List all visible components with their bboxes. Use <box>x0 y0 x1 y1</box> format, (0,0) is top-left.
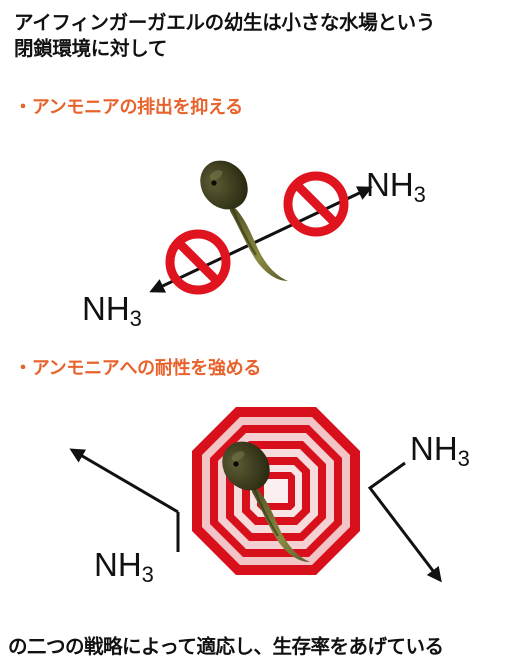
excretion-diagram <box>149 149 373 295</box>
intro-text: アイフィンガーガエルの幼生は小さな水場という 閉鎖環境に対して <box>14 10 435 62</box>
intro-line-1: アイフィンガーガエルの幼生は小さな水場という <box>14 11 436 34</box>
tolerance-diagram <box>69 407 442 583</box>
ammonia-label: NH3 <box>366 166 426 207</box>
prohibition-sign-icon <box>165 229 231 295</box>
tadpole-icon <box>189 149 289 282</box>
ammonia-exit-arrow-left <box>69 448 179 514</box>
prohibition-sign-icon <box>283 171 349 237</box>
strategy-suppress-excretion: ・アンモニアの排出を抑える <box>14 97 243 118</box>
ammonia-label: NH3 <box>94 546 154 587</box>
ammonia-exit-arrow-right <box>367 461 442 583</box>
ammonia-label: NH3 <box>82 290 142 331</box>
intro-line-2: 閉鎖環境に対して <box>14 37 168 60</box>
ammonia-label: NH3 <box>410 430 470 471</box>
conclusion-text: の二つの戦略によって適応し、生存率をあげている <box>8 635 444 658</box>
strategy-increase-tolerance: ・アンモニアへの耐性を強める <box>14 358 262 379</box>
octagon-barrier-icon <box>192 407 360 575</box>
ammonia-flow-arrow <box>149 186 373 293</box>
